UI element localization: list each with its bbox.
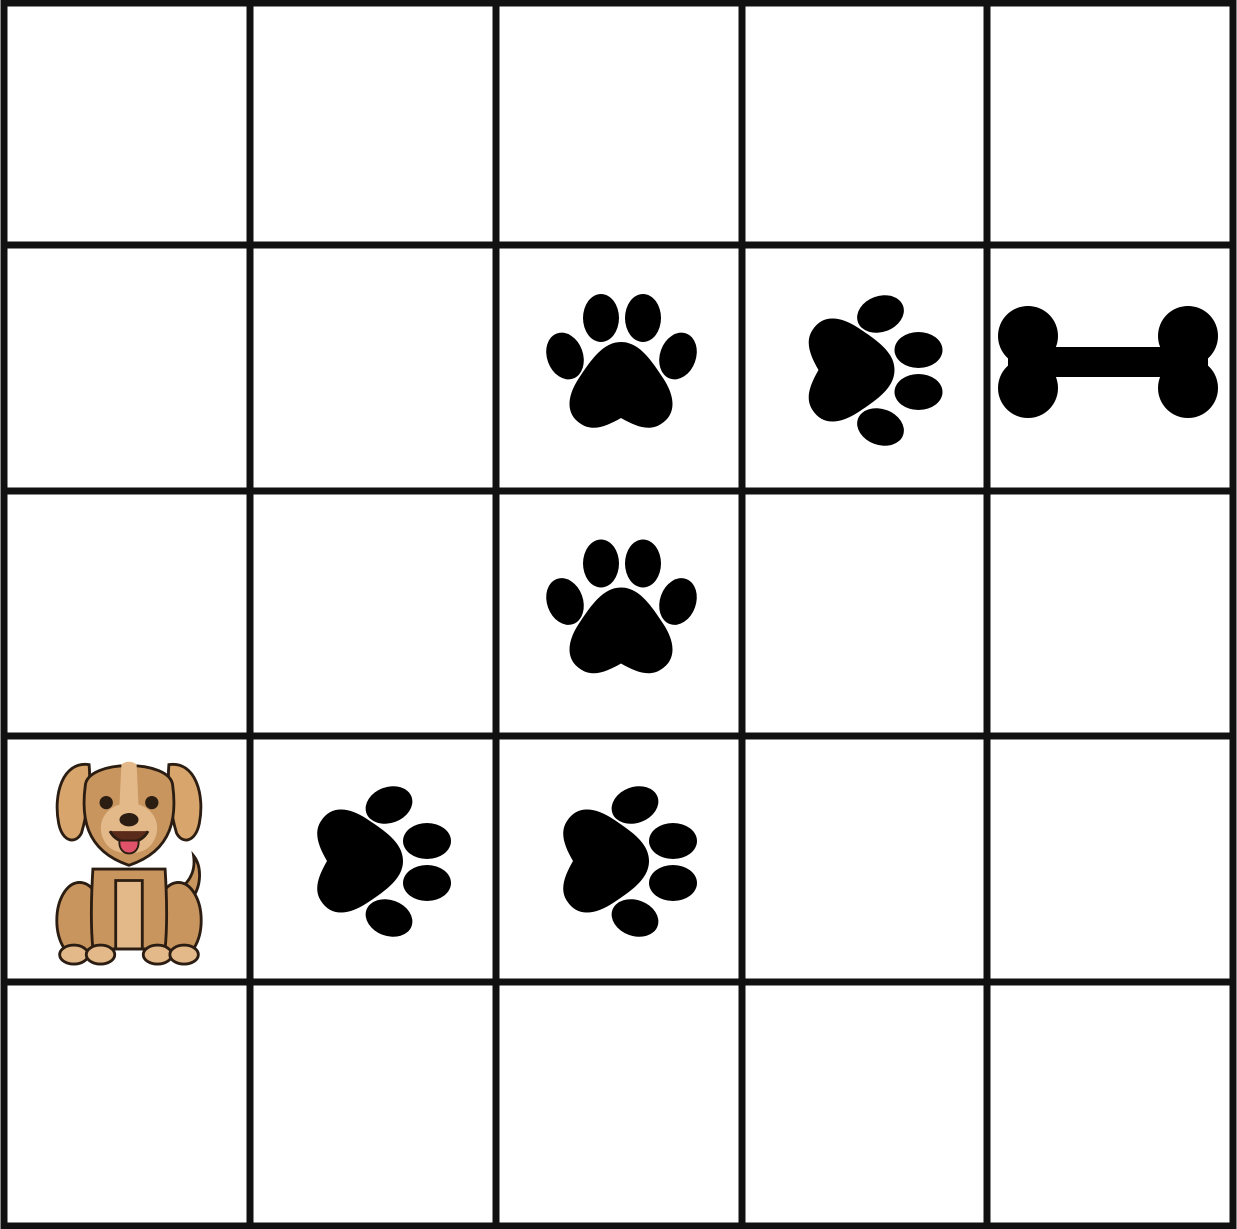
dog-nose	[120, 813, 139, 826]
paw-toe-inner-left	[583, 540, 619, 588]
grid-cell-r5-c4	[742, 982, 987, 1226]
paw-toe-inner-right	[895, 374, 943, 410]
dog-tongue	[119, 841, 138, 854]
paw-toe-inner-left	[403, 823, 451, 859]
grid-cell-r1-c4	[742, 3, 987, 245]
dog-foot-1	[60, 945, 89, 964]
grid-cell-r2-c2	[250, 245, 496, 491]
grid-cell-r2-c1	[4, 245, 250, 491]
bone-shaft	[1040, 347, 1176, 377]
paw-toe-inner-right	[625, 294, 661, 342]
grid-cell-r1-c3	[496, 3, 742, 245]
grid-cell-r1-c1	[4, 3, 250, 245]
grid-cell-r1-c2	[250, 3, 496, 245]
grid-cell-r5-c5	[987, 982, 1233, 1226]
grid-cell-r4-c5	[987, 736, 1233, 982]
dog-foot-2	[86, 945, 115, 964]
grid-cell-r3-c2	[250, 491, 496, 736]
bone-end-right	[1168, 342, 1208, 382]
grid-cell-r1-c5	[987, 3, 1233, 245]
grid-cell-r5-c3	[496, 982, 742, 1226]
dog-eye-left	[100, 796, 113, 809]
bone-end-left	[1008, 342, 1048, 382]
grid-cell-r3-c4	[742, 491, 987, 736]
paw-toe-inner-left	[649, 823, 697, 859]
paw-toe-inner-left	[895, 332, 943, 368]
dog-foot-4	[170, 945, 199, 964]
paw-toe-inner-right	[403, 865, 451, 901]
dog-foot-3	[143, 945, 172, 964]
paw-toe-inner-right	[625, 540, 661, 588]
dog-eye-right	[145, 796, 158, 809]
grid-cell-r4-c4	[742, 736, 987, 982]
grid-cell-r5-c1	[4, 982, 250, 1226]
grid-cell-r3-c1	[4, 491, 250, 736]
grid-cell-r5-c2	[250, 982, 496, 1226]
paw-toe-inner-right	[649, 865, 697, 901]
dog-chest	[116, 881, 143, 949]
grid-cell-r3-c5	[987, 491, 1233, 736]
paw-toe-inner-left	[583, 294, 619, 342]
